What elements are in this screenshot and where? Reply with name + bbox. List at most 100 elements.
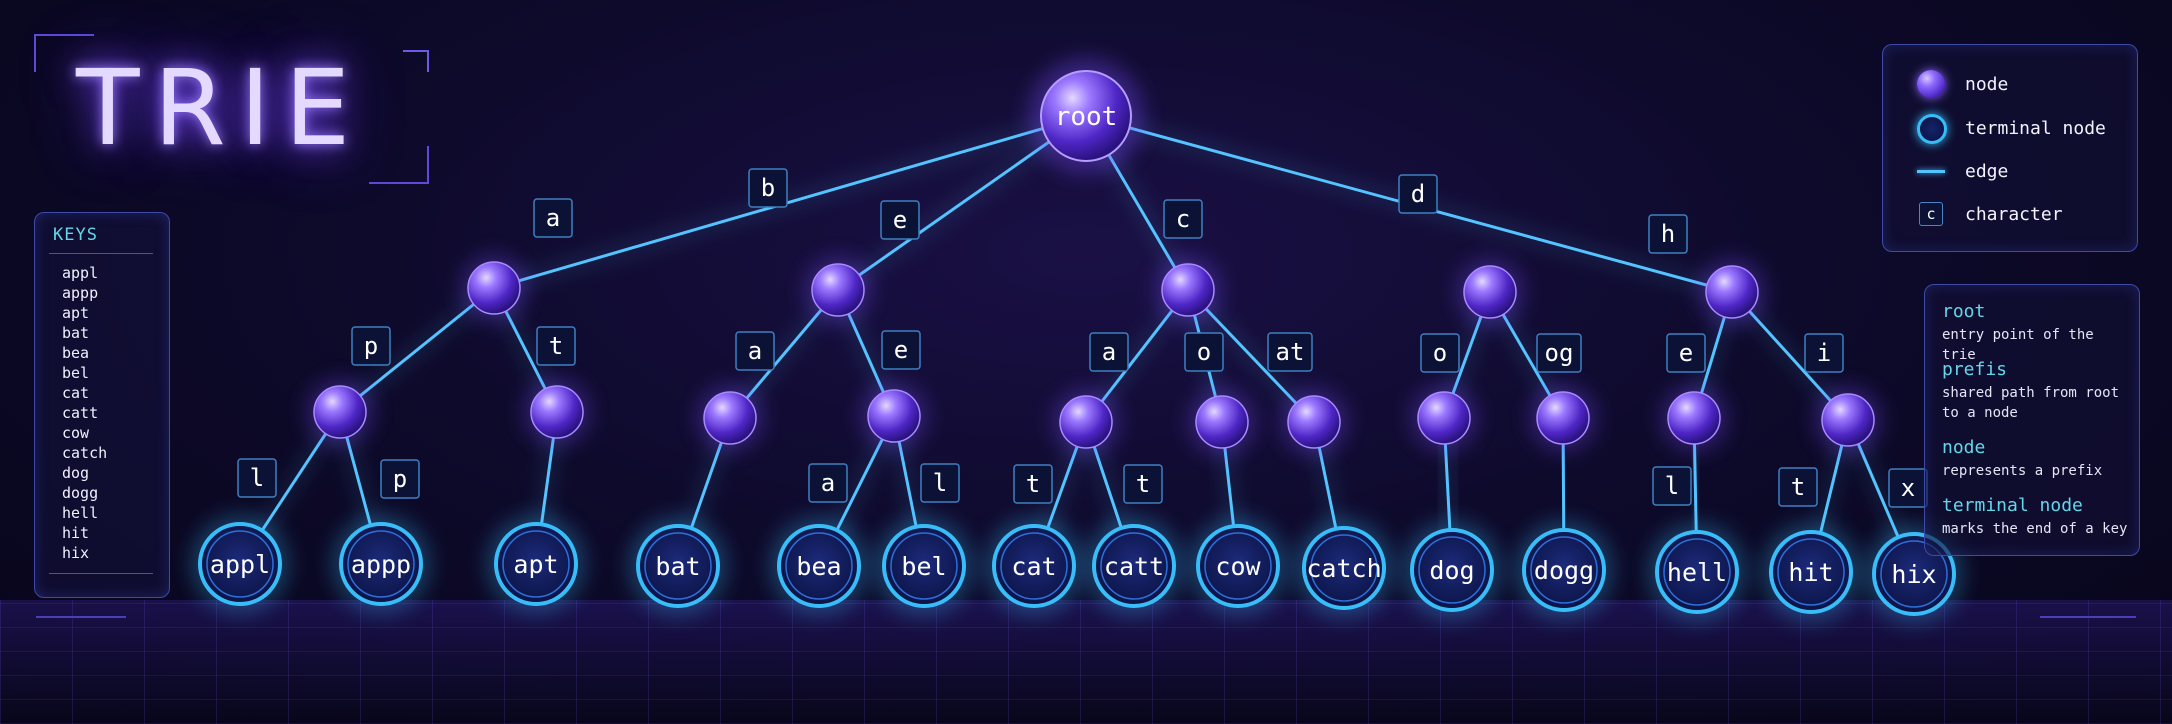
- terminal-node: catch: [1294, 518, 1394, 618]
- character-box: [1089, 332, 1129, 372]
- node-label: hix: [1891, 560, 1936, 589]
- character-label: c: [1176, 205, 1190, 233]
- node-label: cat: [1011, 552, 1056, 581]
- trie-node: [1660, 384, 1728, 452]
- character-label: e: [893, 206, 907, 234]
- trie-node: [1529, 384, 1597, 452]
- node-sphere: [1705, 265, 1759, 319]
- character-box: [1398, 174, 1438, 214]
- edge-character: l: [237, 458, 277, 498]
- node-label: cow: [1215, 552, 1261, 581]
- character-label: o: [1433, 339, 1447, 367]
- edge-character: t: [1123, 464, 1163, 504]
- node-icon: [1917, 70, 1945, 98]
- character-box: [1267, 332, 1313, 372]
- character-box: [351, 326, 391, 366]
- terminal-inner-ring: [1530, 536, 1598, 604]
- character-label: t: [1026, 470, 1040, 498]
- terminal-inner-ring: [502, 530, 570, 598]
- character-box: [1648, 214, 1688, 254]
- node-sphere: [1821, 393, 1875, 447]
- terminal-inner-ring: [1777, 538, 1845, 606]
- trie-node: [306, 378, 374, 446]
- node-label: appp: [351, 550, 411, 579]
- trie-node: [1814, 386, 1882, 454]
- terminal-node: dogg: [1514, 520, 1614, 620]
- edge-character: a: [808, 463, 848, 503]
- key-item: dogg: [62, 484, 99, 502]
- edge-character: og: [1536, 333, 1582, 373]
- character-label: p: [364, 332, 378, 360]
- terminal-ring: [339, 522, 423, 606]
- node-sphere: [1040, 70, 1132, 162]
- terminal-inner-ring: [206, 530, 274, 598]
- character-box: [881, 330, 921, 370]
- edge-character: a: [735, 331, 775, 371]
- edge-character: c: [1163, 199, 1203, 239]
- character-label: h: [1661, 220, 1675, 248]
- terminal-node: appl: [190, 514, 290, 614]
- node-sphere: [1059, 395, 1113, 449]
- character-label: t: [1791, 473, 1805, 501]
- terminal-ring: [494, 522, 578, 606]
- frame-corner: [369, 146, 429, 184]
- node-sphere: [1417, 391, 1471, 445]
- character-label: b: [761, 174, 775, 202]
- character-label: i: [1817, 339, 1831, 367]
- key-item: dog: [62, 464, 90, 482]
- trie-node: [1154, 256, 1222, 324]
- character-label: t: [549, 332, 563, 360]
- legend-item-edge: edge: [1913, 154, 2008, 188]
- terminal-inner-ring: [1000, 532, 1068, 600]
- terminal-node: apt: [486, 514, 586, 614]
- character-label: at: [1276, 338, 1305, 366]
- terminal-inner-ring: [347, 530, 415, 598]
- key-item: hell: [62, 504, 99, 522]
- node-sphere: [313, 385, 367, 439]
- terminal-ring: [1655, 530, 1739, 614]
- node-label: hell: [1667, 558, 1727, 587]
- character-label: l: [250, 464, 264, 492]
- node-label: catt: [1104, 552, 1164, 581]
- terminal-inner-ring: [890, 532, 958, 600]
- edge-character: a: [1089, 332, 1129, 372]
- edge-icon: [1917, 170, 1945, 173]
- terminal-node: bea: [769, 516, 869, 616]
- terminal-inner-ring: [1418, 536, 1486, 604]
- node-sphere: [1195, 395, 1249, 449]
- character-label: t: [1136, 470, 1150, 498]
- node-label: dogg: [1534, 556, 1594, 585]
- character-label: l: [1665, 472, 1679, 500]
- decorative-line: [2040, 616, 2136, 618]
- legend-label: terminal node: [1965, 117, 2106, 139]
- trie-node: [1410, 384, 1478, 452]
- terminal-inner-ring: [1100, 532, 1168, 600]
- character-box: [1536, 333, 1582, 373]
- key-item: bea: [62, 344, 90, 362]
- edge-character: l: [920, 463, 960, 503]
- terminal-ring: [882, 524, 966, 608]
- character-box: [1804, 333, 1844, 373]
- root-node: root: [1028, 58, 1144, 174]
- trie-node: [860, 382, 928, 450]
- trie-edge: [493, 112, 1087, 292]
- terminal-inner-ring: [785, 532, 853, 600]
- terminal-node: hell: [1647, 522, 1747, 622]
- terminal-ring: [1302, 526, 1386, 610]
- edge-character: at: [1267, 332, 1313, 372]
- divider: [49, 253, 153, 254]
- character-label: x: [1901, 474, 1915, 502]
- node-sphere: [811, 263, 865, 317]
- trie-node: [1188, 388, 1256, 456]
- key-item: apt: [62, 304, 90, 322]
- terminal-node: cow: [1188, 516, 1288, 616]
- definition-text: entry point of the trie: [1942, 327, 2094, 363]
- definitions-panel: root entry point of the trie prefis shar…: [1924, 284, 2140, 556]
- edge-character: t: [1013, 464, 1053, 504]
- edge-character: p: [351, 326, 391, 366]
- node-label: apt: [513, 550, 558, 579]
- edge-character: b: [748, 168, 788, 208]
- character-label: l: [933, 469, 947, 497]
- terminal-ring: [1092, 524, 1176, 608]
